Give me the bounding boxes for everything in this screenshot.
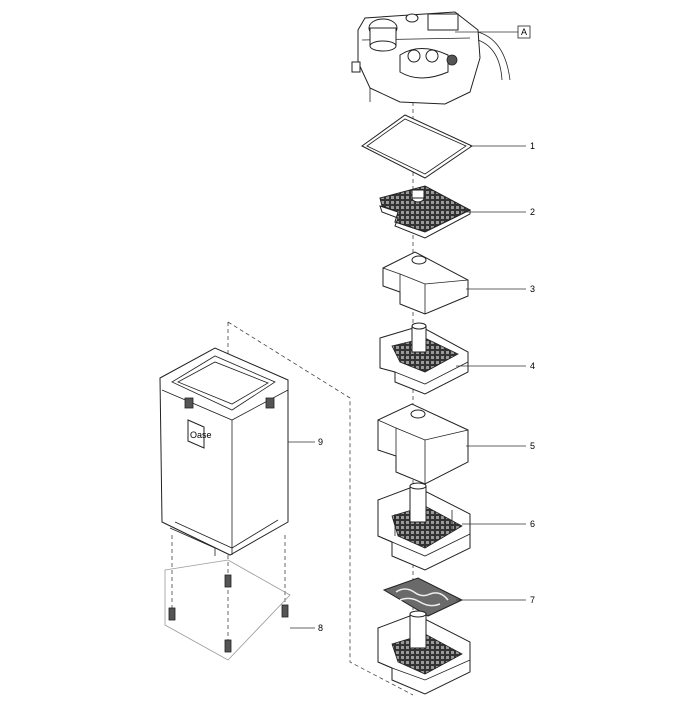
callout-8-label: 8 (318, 623, 323, 633)
callout-9: 9 (288, 437, 323, 447)
prefilter-plate-part-2 (379, 185, 472, 239)
callout-2: 2 (462, 207, 535, 217)
callout-8: 8 (290, 623, 323, 633)
callout-2-label: 2 (530, 207, 535, 217)
filter-sponge-part-3 (382, 251, 469, 315)
canister-housing-part-9: Oase (159, 347, 289, 556)
media-basket-bottom (377, 610, 471, 695)
callout-3: 3 (466, 284, 535, 294)
foot-front (224, 639, 232, 653)
filter-pad-part-7 (382, 577, 464, 617)
callout-5: 5 (466, 441, 535, 451)
media-basket-part-4 (379, 322, 469, 395)
o-ring-seal-part-1 (361, 114, 474, 179)
callout-a-label: A (521, 27, 527, 37)
callout-5-label: 5 (530, 441, 535, 451)
filter-sponge-part-5 (377, 403, 469, 485)
feet-part-8 (164, 559, 291, 661)
foot-left (168, 607, 176, 621)
foot-right (281, 604, 289, 618)
callout-1: 1 (470, 141, 535, 151)
callout-3-label: 3 (530, 284, 535, 294)
media-basket-part-6 (377, 482, 471, 571)
callout-4: 4 (456, 361, 535, 371)
callout-a-box (517, 25, 531, 39)
callout-6: 6 (462, 519, 535, 529)
callout-7: 7 (456, 595, 535, 605)
callout-6-label: 6 (530, 519, 535, 529)
callout-4-label: 4 (530, 361, 535, 371)
callout-7-label: 7 (530, 595, 535, 605)
callout-1-label: 1 (530, 141, 535, 151)
callout-9-label: 9 (318, 437, 323, 447)
callout-a: A (455, 25, 531, 39)
pump-head-part-a (351, 11, 511, 105)
foot-back (224, 574, 232, 588)
brand-logo: Oase (190, 430, 212, 440)
